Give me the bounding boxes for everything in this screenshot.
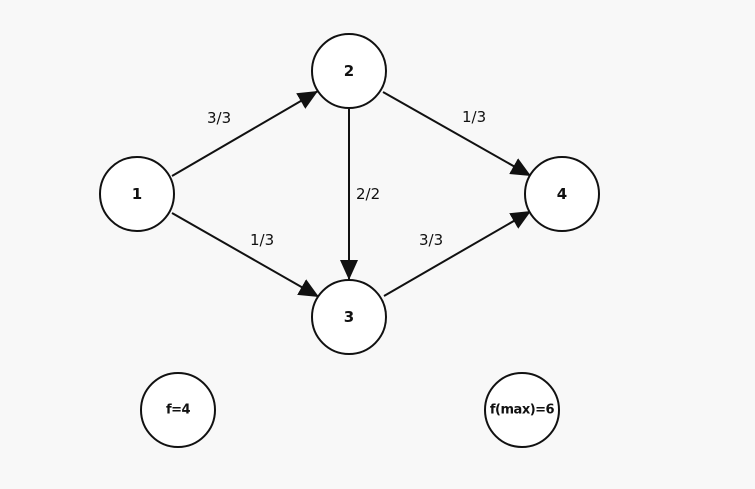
node-2-label: 2 (344, 62, 354, 80)
node-1-circle (99, 156, 175, 232)
max-flow-circle (484, 372, 560, 448)
edge-1-2-label: 3/3 (207, 109, 231, 127)
node-3-circle (311, 279, 387, 355)
edge-3-4-line (383, 210, 532, 297)
node-4: 4 (524, 156, 600, 232)
node-2-circle (311, 33, 387, 109)
edge-1-2: 3/3 (171, 90, 319, 177)
edge-1-3-label: 1/3 (250, 231, 274, 249)
node-2: 2 (311, 33, 387, 109)
node-4-circle (524, 156, 600, 232)
edge-2-4-label: 1/3 (462, 108, 486, 126)
flow-value-node: f=4 (140, 372, 216, 448)
edge-1-3: 1/3 (171, 212, 320, 298)
flow-value-label: f=4 (166, 403, 191, 418)
node-4-label: 4 (557, 185, 567, 203)
max-flow-node: f(max)=6 (484, 372, 560, 448)
edge-1-3-line (171, 212, 320, 298)
nodes: 1 2 3 4 f=4 f(max)=6 (99, 33, 600, 448)
edge-3-4-label: 3/3 (419, 231, 443, 249)
edge-2-4: 1/3 (382, 91, 532, 177)
node-1-label: 1 (132, 185, 142, 203)
node-3: 3 (311, 279, 387, 355)
edge-3-4: 3/3 (383, 210, 532, 297)
edges: 3/3 1/3 2/2 1/3 3/3 (171, 90, 532, 298)
node-1: 1 (99, 156, 175, 232)
edge-2-3-label: 2/2 (356, 185, 380, 203)
node-3-label: 3 (344, 308, 354, 326)
max-flow-label: f(max)=6 (490, 403, 555, 418)
edge-2-4-line (382, 91, 532, 177)
edge-1-2-line (171, 90, 319, 177)
flow-value-circle (140, 372, 216, 448)
edge-2-3: 2/2 (340, 109, 380, 280)
